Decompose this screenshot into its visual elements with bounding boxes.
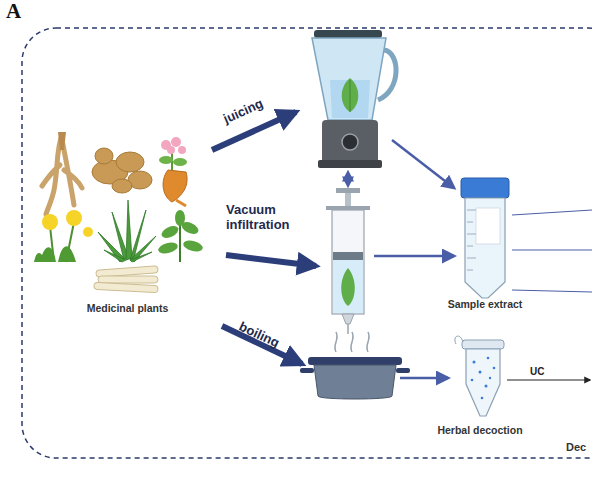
figure-item: Herbal decoction: [425, 336, 535, 436]
item-label: Medicinal plants: [87, 302, 169, 314]
blender: [312, 30, 396, 168]
process-arrows: [212, 112, 592, 380]
syringe: [326, 188, 370, 334]
annotation-label: UC: [530, 364, 544, 379]
annotation-label: Vacuum infiltration: [226, 202, 306, 232]
microcentrifuge-tube: [455, 336, 504, 416]
item-label: Herbal decoction: [437, 424, 522, 436]
centrifuge-tube: [461, 178, 509, 298]
boiling-pot: [300, 332, 410, 399]
plants-illustration: [34, 132, 204, 293]
panel-border: [22, 28, 592, 458]
annotation-label: Dec: [566, 440, 586, 455]
figure-item: Sample extract: [440, 176, 530, 310]
annotation-label: juicing: [221, 96, 265, 127]
figure-item: Medicinal plants: [40, 128, 215, 314]
annotation-label: A: [6, 4, 21, 19]
item-label: Sample extract: [448, 298, 523, 310]
